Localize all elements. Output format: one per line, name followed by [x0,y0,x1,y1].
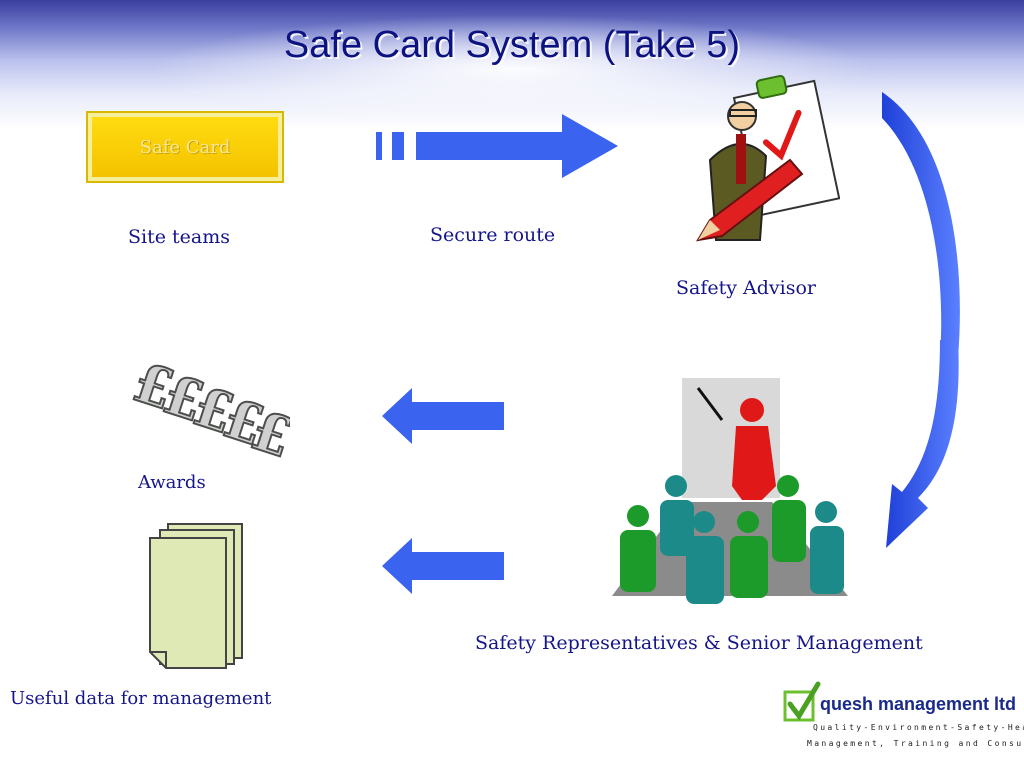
documents-stack-illustration [149,523,243,669]
slide-title: Safe Card System (Take 5) [283,24,741,66]
site-teams-label: Site teams [128,226,230,248]
secure-route-label: Secure route [430,224,556,246]
safety-advisor-illustration [696,74,840,242]
curved-down-arrow [882,92,960,548]
useful-data-label: Useful data for management [10,688,272,709]
awards-arrow [382,388,504,444]
awards-pounds-illustration: £ £ £ £ £ [125,348,290,470]
awards-label: Awards [138,472,206,493]
company-tagline-2: Management, Training and Consultancy [807,739,1024,748]
meeting-illustration [612,378,848,604]
safe-card-label: Safe Card [139,136,231,158]
company-tagline-1: Quality-Environment-Safety-Health [813,723,1024,732]
svg-text:£: £ [156,361,212,433]
data-arrow [382,538,504,594]
safety-advisor-label: Safety Advisor [676,277,816,299]
checkbox-logo-icon [783,681,821,722]
safety-reps-label: Safety Representatives & Senior Manageme… [475,632,923,654]
safe-card: Safe Card [86,111,284,183]
svg-text:£: £ [244,397,290,469]
secure-route-arrow [376,114,618,178]
company-logo-name: quesh management ltd [820,694,1017,714]
